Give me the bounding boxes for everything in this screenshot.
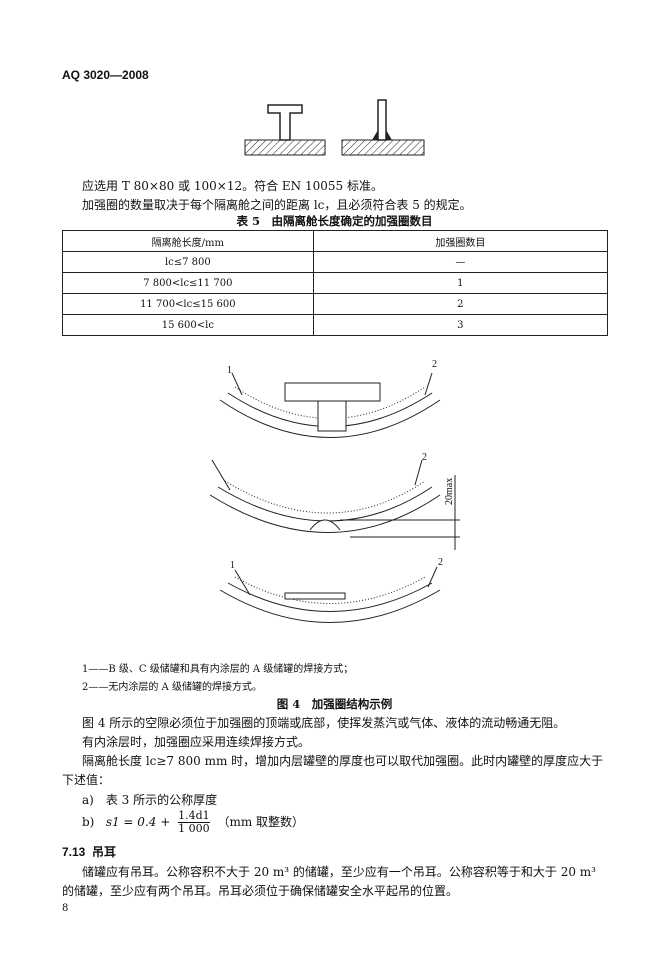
paragraph: 下述值：: [62, 773, 111, 787]
section-heading: 7.13 吊耳: [62, 843, 116, 860]
callout-label-1: 1: [227, 365, 232, 376]
paragraph: 的储罐，至少应有两个吊耳。吊耳必须位于确保储罐安全水平起吊的位置。: [62, 884, 459, 898]
cell: 11 700<lc≤15 600: [62, 293, 314, 315]
paragraph: 加强圈的数量取决于每个隔离舱之间的距离 lc，且必须符合表 5 的规定。: [82, 198, 472, 212]
page-number: 8: [62, 903, 69, 914]
header-cell: 隔离舱长度/mm: [62, 230, 314, 252]
figure-legend-2: 2——无内涂层的 A 级储罐的焊接方式。: [82, 682, 262, 693]
denominator: 1 000: [178, 822, 210, 835]
list-item-a: a) 表 3 所示的公称厚度: [82, 793, 218, 807]
paragraph: 有内涂层时，加强圈应采用连续焊接方式。: [82, 735, 311, 749]
callout-label-2: 2: [432, 359, 437, 370]
paragraph: 储罐应有吊耳。公称容积不大于 20 m³ 的储罐，至少应有一个吊耳。公称容积等于…: [82, 865, 596, 879]
table-row: lc≤7 800—: [62, 251, 609, 273]
t-profile-left: [244, 104, 326, 156]
cell: 3: [312, 314, 609, 336]
cell: 7 800<lc≤11 700: [62, 272, 314, 294]
figure-caption: 图 4 加强圈结构示例: [276, 697, 393, 711]
numerator: 1.4d1: [178, 809, 210, 823]
section-number: 7.13: [62, 845, 86, 859]
cell: 1: [312, 272, 609, 294]
cell: 15 600<lc: [62, 314, 314, 336]
section-title: 吊耳: [92, 845, 117, 859]
table-caption: 表 5 由隔离舱长度确定的加强圈数目: [236, 214, 433, 228]
callout-label-2: 2: [438, 557, 443, 568]
t-profile-figures: [244, 99, 425, 156]
item-label: b): [82, 815, 95, 829]
t-profile-right: [341, 99, 425, 156]
dimension-label: 20max: [444, 478, 455, 505]
cell: —: [312, 251, 609, 273]
paragraph: 图 4 所示的空隙必须位于加强圈的顶端或底部，使挥发蒸汽或气体、液体的流动畅通无…: [82, 716, 566, 730]
header-cell: 加强圈数目: [312, 230, 609, 252]
cell: 2: [312, 293, 609, 315]
cell: lc≤7 800: [62, 251, 314, 273]
paragraph: 应选用 T 80×80 或 100×12。符合 EN 10055 标准。: [82, 179, 383, 193]
formula-note: （mm 取整数）: [217, 815, 305, 829]
document-header: AQ 3020—2008: [62, 68, 149, 82]
callout-label-2: 2: [422, 452, 427, 463]
paragraph: 隔离舱长度 lc≥7 800 mm 时，增加内层罐壁的厚度也可以取代加强圈。此时…: [82, 754, 604, 768]
callout-label-1: 1: [230, 560, 235, 571]
formula-lhs: s1 = 0.4 +: [105, 815, 171, 829]
ring-diagram-2: 2 20max: [209, 452, 460, 550]
ring-diagram-1: 12: [219, 359, 441, 438]
figure-legend-1: 1——B 级、C 级储罐和具有内涂层的 A 级储罐的焊接方式；: [82, 664, 354, 675]
